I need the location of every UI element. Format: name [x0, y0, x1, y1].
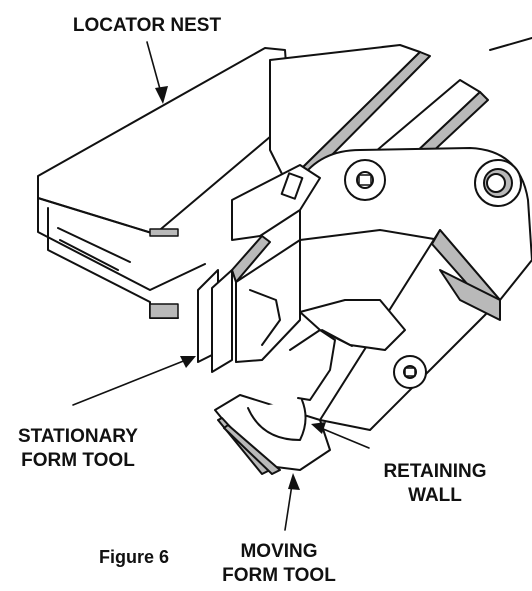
retaining-wall-label-line2: WALL	[408, 485, 462, 506]
locator-nest-plate	[37, 47, 291, 319]
retaining-wall-label: RETAINING WALL	[368, 460, 502, 508]
moving-form-tool-label: MOVING FORM TOOL	[214, 540, 344, 588]
stationary-form-tool	[197, 164, 321, 373]
moving-form-tool	[214, 299, 406, 475]
figure-caption: Figure 6	[98, 547, 169, 567]
retaining-wall-label-line1: RETAINING	[383, 461, 487, 482]
stationary-form-tool-label-line1: STATIONARY	[18, 426, 138, 447]
right-body	[299, 147, 532, 301]
stationary-form-tool-label-line2: FORM TOOL	[21, 450, 135, 471]
locator-nest-label: LOCATOR NEST	[72, 15, 222, 36]
moving-form-tool-label-line1: MOVING	[240, 541, 318, 562]
leader-arrowheads	[155, 86, 326, 490]
stationary-form-tool-label: STATIONARY FORM TOOL	[8, 425, 148, 473]
moving-form-tool-label-line2: FORM TOOL	[222, 565, 336, 586]
lower-handle	[319, 229, 501, 431]
